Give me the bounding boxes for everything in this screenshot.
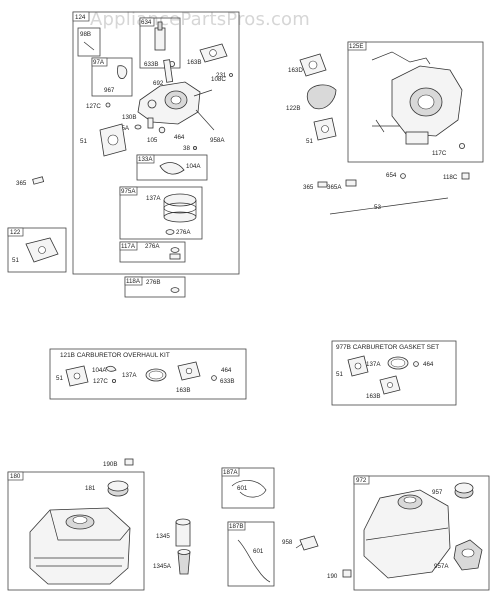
group-187a: 187A 601: [221, 467, 275, 509]
label-601-b: 601: [253, 548, 264, 555]
label-130b: 130B: [122, 114, 136, 121]
label-133a: 133A: [138, 156, 153, 163]
label-38: 38: [183, 145, 190, 152]
label-190b: 190B: [103, 461, 117, 468]
label-118a: 118A: [126, 278, 141, 285]
label-163b: 163B: [187, 59, 201, 66]
label-137a: 137A: [146, 195, 161, 202]
group-124: 124 98B 634 633B 163B 231 97A 967 692 10…: [72, 11, 240, 298]
group-122: 122 51: [7, 227, 67, 273]
kit-label-137a: 137A: [122, 372, 137, 379]
label-231: 231: [216, 72, 227, 79]
group-intake-parts: 163D 122B 51: [286, 53, 337, 145]
label-276a: 276A: [176, 229, 191, 236]
label-464: 464: [174, 134, 185, 141]
gasket-label-137a: 137A: [366, 361, 381, 368]
overhaul-kit-title: 121B CARBURETOR OVERHAUL KIT: [60, 352, 170, 359]
label-51-b: 51: [12, 257, 19, 264]
label-958: 958: [282, 539, 293, 546]
kit-label-104a: 104A: [92, 367, 107, 374]
label-187a: 187A: [223, 469, 238, 476]
label-365a: 365A: [327, 184, 342, 191]
group-972: 972 957 957A: [353, 475, 490, 591]
kit-label-464: 464: [221, 367, 232, 374]
label-180: 180: [10, 473, 21, 480]
label-365: 365: [16, 180, 27, 187]
group-180: 190B 180 181: [7, 458, 145, 591]
group-187b: 187B 601: [227, 521, 275, 587]
label-53: 53: [374, 204, 381, 211]
label-958a: 958A: [210, 137, 225, 144]
gasket-label-51: 51: [336, 371, 343, 378]
label-972: 972: [356, 477, 367, 484]
label-104a: 104A: [186, 163, 201, 170]
label-51-c: 51: [306, 138, 313, 145]
part-365: 365: [16, 176, 45, 187]
label-124: 124: [75, 14, 86, 21]
gasket-set-box: 977B CARBURETOR GASKET SET 51 137A 464 1…: [331, 340, 457, 406]
group-filter: 1345 1345A: [153, 518, 191, 575]
label-118c: 118C: [443, 174, 458, 181]
label-97a: 97A: [93, 59, 105, 66]
gasket-label-163b: 163B: [366, 393, 380, 400]
group-125e: 125E 117C: [347, 41, 484, 163]
label-654: 654: [386, 172, 397, 179]
label-692: 692: [153, 80, 164, 87]
label-957: 957: [432, 489, 443, 496]
group-linkage: 365 365A 654 118C 53: [303, 172, 470, 215]
label-957a: 957A: [434, 563, 449, 570]
label-95a: 95A: [118, 125, 130, 132]
label-181: 181: [85, 485, 96, 492]
kit-label-163b: 163B: [176, 387, 190, 394]
kit-label-633b: 633B: [220, 378, 234, 385]
label-633b: 633B: [144, 61, 158, 68]
overhaul-kit-box: 121B CARBURETOR OVERHAUL KIT 51 104A 127…: [49, 348, 247, 400]
gasket-label-464: 464: [423, 361, 434, 368]
kit-label-51: 51: [56, 375, 63, 382]
label-127c: 127C: [86, 103, 101, 110]
label-163d: 163D: [288, 67, 303, 74]
part-958: 958: [282, 535, 319, 551]
label-1345: 1345: [156, 533, 170, 540]
label-108c: 108C: [211, 76, 226, 83]
label-187b: 187B: [229, 523, 243, 530]
label-105: 105: [147, 137, 158, 144]
label-122: 122: [10, 229, 21, 236]
label-117a: 117A: [121, 243, 136, 250]
part-190: 190: [327, 569, 352, 580]
label-634: 634: [141, 19, 152, 26]
label-601: 601: [237, 485, 248, 492]
kit-label-127c: 127C: [93, 378, 108, 385]
label-98b: 98B: [80, 31, 91, 38]
label-365-b: 365: [303, 184, 314, 191]
label-122b: 122B: [286, 105, 300, 112]
label-276a-2: 276A: [145, 243, 160, 250]
label-975a: 975A: [121, 188, 136, 195]
label-190: 190: [327, 573, 338, 580]
label-51: 51: [80, 138, 87, 145]
label-1345a: 1345A: [153, 563, 172, 570]
gasket-set-title: 977B CARBURETOR GASKET SET: [336, 344, 439, 351]
label-276b: 276B: [146, 279, 160, 286]
label-117c: 117C: [432, 150, 447, 157]
label-967: 967: [104, 87, 115, 94]
label-125e: 125E: [349, 43, 363, 50]
